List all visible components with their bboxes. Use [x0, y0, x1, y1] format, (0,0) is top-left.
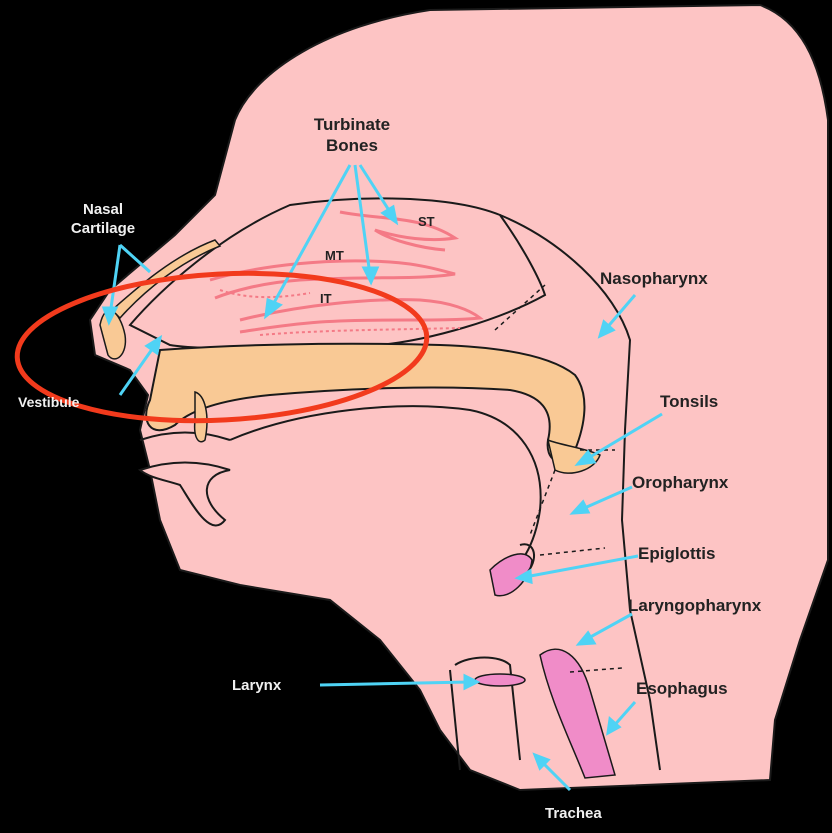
- label-st: ST: [418, 215, 435, 228]
- label-turbinate-line1: Turbinate: [302, 116, 402, 133]
- label-turbinate-bones: Turbinate Bones: [302, 116, 402, 154]
- label-nasopharynx: Nasopharynx: [600, 270, 708, 287]
- label-esophagus: Esophagus: [636, 680, 728, 697]
- label-laryngopharynx: Laryngopharynx: [628, 597, 761, 614]
- label-epiglottis: Epiglottis: [638, 545, 715, 562]
- label-larynx: Larynx: [232, 678, 281, 693]
- label-nasal-line2: Cartilage: [48, 221, 158, 236]
- larynx-vocal-fold: [475, 674, 525, 686]
- label-mt: MT: [325, 249, 344, 262]
- label-vestibule: Vestibule: [18, 395, 79, 409]
- label-tonsils: Tonsils: [660, 393, 718, 410]
- label-nasal-cartilage: Nasal Cartilage: [48, 202, 158, 236]
- label-it: IT: [320, 292, 332, 305]
- label-nasal-line1: Nasal: [48, 202, 158, 217]
- label-oropharynx: Oropharynx: [632, 474, 728, 491]
- label-turbinate-line2: Bones: [302, 137, 402, 154]
- label-trachea: Trachea: [545, 806, 602, 821]
